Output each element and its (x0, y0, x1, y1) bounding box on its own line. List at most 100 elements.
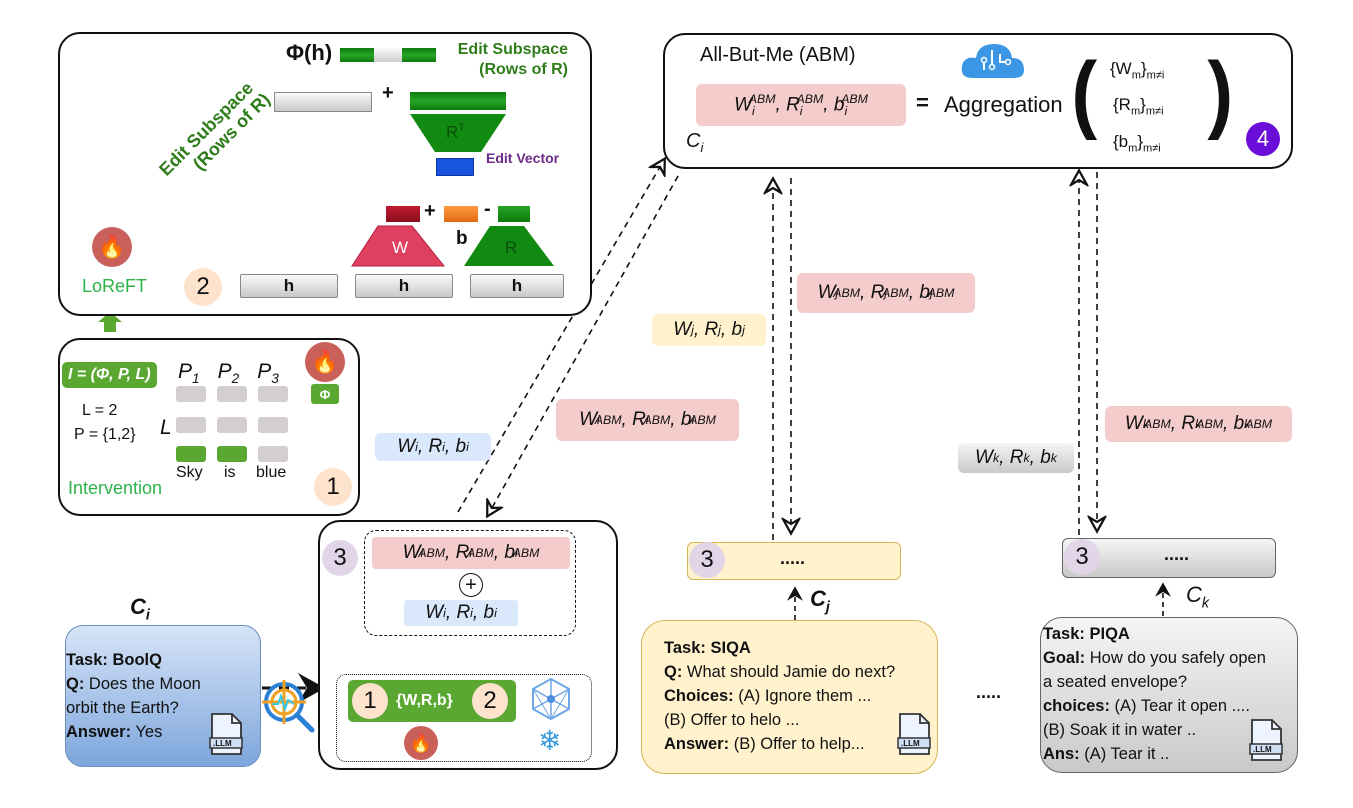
cell-is-1 (217, 446, 247, 462)
step-3-badge-ci: 3 (322, 540, 358, 576)
cell-blue-2 (258, 417, 288, 433)
client-j-line-2: Choices: (A) Ignore them ... (664, 687, 872, 705)
rt-trapezoid (410, 114, 506, 152)
aggregation-label: Aggregation (944, 92, 1063, 117)
panel1-to-panel2-arrow (98, 312, 122, 332)
llm-file-icon-ci: .LLM (208, 712, 244, 756)
b-label: b (456, 228, 468, 249)
llm-file-label-ci: .LLM (213, 739, 232, 748)
phi-output-bar (340, 48, 436, 62)
position-labels: P1 P2 P3 (178, 360, 279, 386)
abm-title: All-But-Me (ABM) (700, 44, 856, 66)
client-i-line-1: Q: Does the Moon (66, 675, 201, 693)
client-k-line-5: Ans: (A) Tear it .. (1043, 745, 1170, 763)
abm-lhs-r: RiABM (786, 91, 824, 119)
arg-w: {Wm}m≠i (1110, 59, 1165, 82)
flow-down-server-to-ci (488, 175, 679, 515)
client-j-data-card (641, 620, 938, 774)
right-paren: ) (1207, 45, 1234, 141)
phi-seg-1 (340, 48, 374, 62)
more-clients-ellipsis: ..... (976, 682, 1002, 702)
r-trapezoid (464, 226, 554, 266)
h-input-3: h (470, 274, 564, 298)
fire-icon-params: 🔥 (404, 726, 438, 760)
aggregation-args: {Wm}m≠i {Rm}m≠i {bm}m≠i (1110, 54, 1164, 163)
cell-is-2 (217, 417, 247, 433)
model-dotted-box (336, 674, 592, 762)
h-input-2: h (355, 274, 453, 298)
client-i-task: Task: BoolQ (66, 651, 162, 669)
r-output-block (498, 206, 530, 222)
client-k-line-3: choices: (A) Tear it open .... (1043, 697, 1250, 715)
cell-sky-2 (176, 417, 206, 433)
oplus-icon: + (459, 573, 483, 597)
minus-sign: - (484, 198, 491, 220)
client-k-line-1: Goal: How do you safely open (1043, 649, 1266, 667)
edit-subspace-line2: (Rows of R) (479, 61, 568, 78)
client-k-label: Ck (1186, 582, 1210, 612)
step-3-badge-ck: 3 (1064, 539, 1100, 575)
l-value: L = 2 (82, 402, 118, 419)
plus-sign-bottom: + (424, 200, 436, 222)
snowflake-icon: ❄ (538, 725, 562, 756)
client-i-line-2: orbit the Earth? (66, 699, 179, 717)
client-k-text: Task: PIQA Goal: How do you safely open … (1043, 622, 1266, 766)
fire-icon-intervention: 🔥 (305, 342, 345, 382)
cell-blue-1 (258, 446, 288, 462)
client-j-text: Task: SIQA Q: What should Jamie do next?… (664, 636, 895, 756)
params-right-num: 2 (472, 683, 508, 719)
llm-file-label-ck: .LLM (1253, 745, 1272, 754)
cell-sky-1 (176, 446, 206, 462)
intervention-caption: Intervention (68, 478, 163, 498)
server-client-label: Ci (686, 130, 704, 155)
step-1-badge: 1 (314, 468, 352, 506)
method-label: LoReFT (82, 276, 148, 296)
abm-lhs-b: biABM (833, 91, 868, 119)
equals-sign: = (916, 90, 929, 115)
client-i-line-3: Answer: Yes (66, 723, 163, 741)
p-value: P = {1,2} (74, 426, 136, 443)
arg-r: {Rm}m≠i (1113, 95, 1164, 118)
merge-dashed-box (364, 530, 576, 636)
client-k-task: Task: PIQA (1043, 625, 1130, 643)
params-label: {W,R,b} (396, 692, 453, 709)
arg-b: {bm}m≠i (1113, 131, 1161, 155)
llm-file-icon-ck: .LLM (1248, 718, 1284, 762)
step-2-badge: 2 (184, 268, 222, 306)
cell-blue-3 (258, 386, 288, 402)
client-k-placeholder: ..... (1164, 544, 1190, 564)
edit-vector-label: Edit Vector (486, 150, 560, 166)
llm-network-icon (528, 676, 574, 722)
token-sky: Sky (176, 464, 203, 481)
rt-label: RT (446, 122, 465, 143)
layer-label: L (160, 416, 172, 439)
client-j-line-3: (B) Offer to helo ... (664, 711, 800, 729)
client-j-line-1: Q: What should Jamie do next? (664, 663, 896, 681)
fire-icon-loreft: 🔥 (92, 227, 132, 267)
client-k-line-2: a seated envelope? (1043, 673, 1188, 691)
cell-sky-3 (176, 386, 206, 402)
abm-lhs-params: WiABM, RiABM, biABM (696, 84, 906, 126)
step-4-badge: 4 (1246, 122, 1280, 156)
w-output-block (386, 206, 420, 222)
intervention-tuple: I = (Φ, P, L) (62, 362, 157, 388)
left-paren: ( (1071, 45, 1098, 141)
client-j-task: Task: SIQA (664, 639, 751, 657)
b-block (444, 206, 478, 222)
flow-up-ci-to-server (457, 160, 664, 513)
cloud-ai-icon (958, 40, 1028, 82)
token-is: is (224, 464, 236, 481)
plus-sign-top: + (382, 82, 394, 104)
cell-is-3 (217, 386, 247, 402)
loreft-panel (58, 32, 592, 316)
abm-lhs-w: WiABM (734, 91, 776, 119)
r-label: R (505, 238, 518, 257)
